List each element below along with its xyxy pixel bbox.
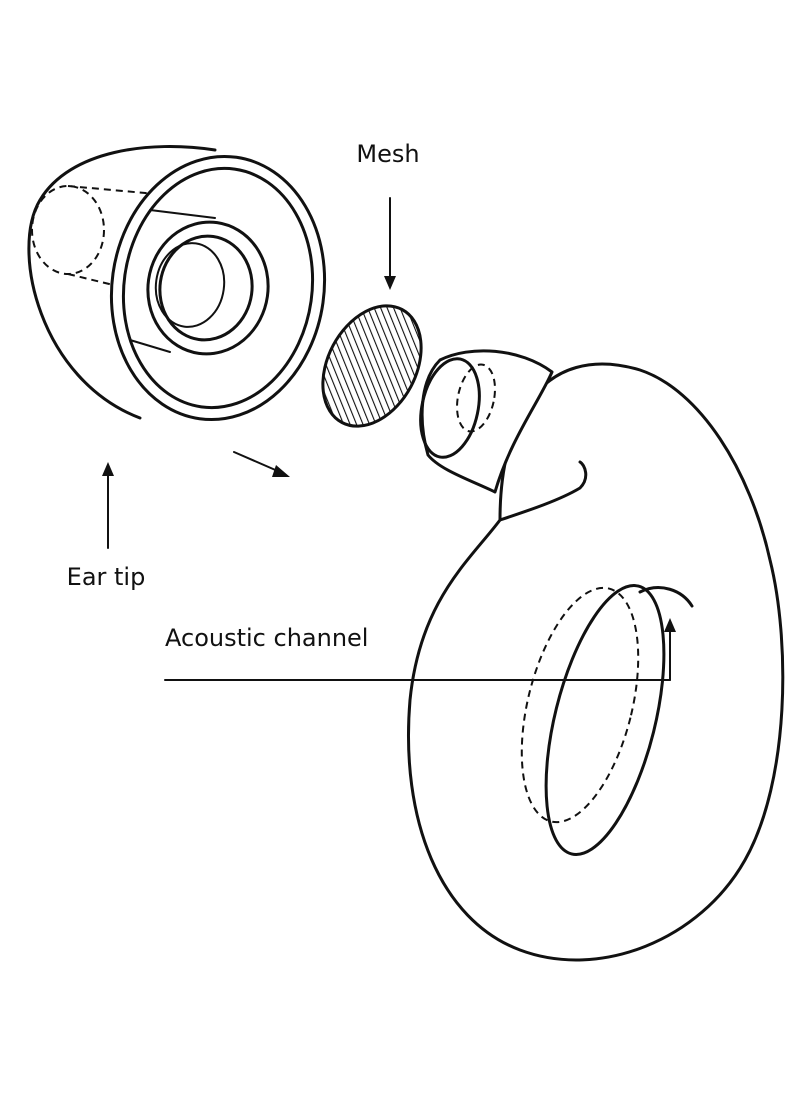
earplug-stem-curl: [498, 460, 588, 522]
acoustic-channel-ring: [544, 584, 666, 856]
ear-tip-label: Ear tip: [67, 563, 146, 591]
ear-tip-front-inner-rim: [121, 166, 315, 410]
earplug-shell: [407, 362, 785, 962]
earplug-nozzle-mount: [420, 349, 554, 494]
ear-tip-nozzle-inner: [158, 234, 254, 342]
ear-tip-dome: [27, 145, 217, 420]
acoustic-channel-hidden-ring: [520, 586, 640, 824]
earplug-body-part: [407, 349, 785, 962]
assembly-arrow-head: [272, 465, 290, 477]
ear-tip-nozzle-outer: [146, 220, 270, 356]
assembly-arrow-line: [233, 451, 281, 473]
ear-tip-arrow-head: [102, 462, 114, 476]
ear-tip-nozzle-edge: [129, 209, 216, 353]
earplug-nozzle-face: [419, 357, 481, 459]
mesh-label: Mesh: [356, 140, 419, 168]
ear-tip-part: [27, 145, 327, 422]
callouts: [102, 197, 676, 681]
mesh-part: [321, 304, 423, 428]
mesh-arrow-head: [384, 276, 396, 290]
acoustic-channel-lip: [638, 586, 694, 608]
acoustic-channel-label: Acoustic channel: [165, 624, 368, 652]
acoustic-channel-arrow-head: [664, 618, 676, 632]
ear-tip-front-rim: [109, 154, 327, 422]
ear-tip-bore: [154, 242, 226, 328]
ear-tip-hidden-bore: [31, 185, 105, 275]
earplug-nozzle-hidden-bore: [456, 363, 496, 433]
mesh-disc: [321, 304, 423, 428]
